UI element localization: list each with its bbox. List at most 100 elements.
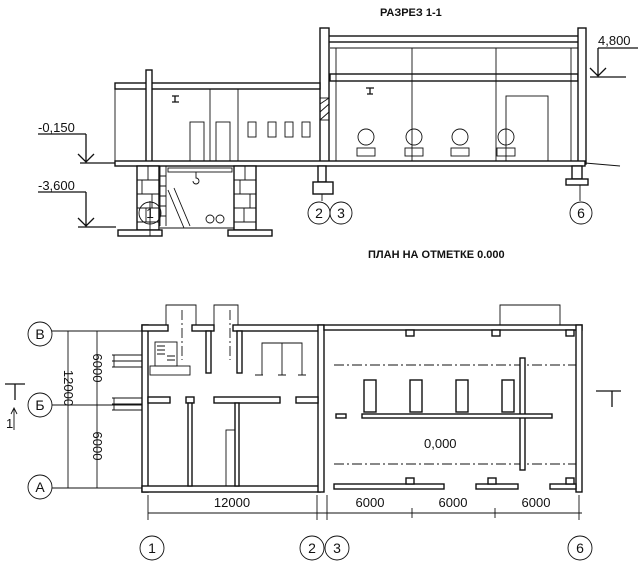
staircase (154, 341, 178, 367)
elevation-mark: -3,600 (38, 178, 116, 228)
wall-segment (141, 324, 169, 332)
dim-6000-upper: 6000 (90, 354, 105, 383)
pump-footprint (409, 379, 423, 413)
footing (227, 229, 273, 237)
section-marker-right (596, 390, 621, 407)
dim-6000: 6000 (522, 495, 551, 510)
column-stub (317, 165, 327, 183)
pump-icon (205, 214, 215, 224)
column (185, 396, 195, 404)
column-axis-1 (145, 69, 153, 165)
pump-base (356, 147, 376, 157)
pump-icon (357, 128, 375, 146)
pump-footprint (501, 379, 515, 413)
dim-6000: 6000 (439, 495, 468, 510)
wall-segment (333, 483, 445, 490)
pump-base (496, 147, 516, 157)
wall-segment (147, 396, 171, 404)
axis-label: 3 (337, 205, 345, 221)
column-axis-2 (319, 27, 330, 165)
crane-hoist-icon (366, 87, 374, 95)
plan-title: ПЛАН НА ОТМЕТКЕ 0.000 (368, 249, 505, 261)
brick-pattern (137, 166, 159, 223)
basement-beam (167, 167, 233, 173)
pump-icon (497, 128, 515, 146)
axis-label: А (35, 479, 45, 495)
axis-bubble-2: 2 (299, 535, 325, 561)
wall-segment (213, 396, 281, 404)
pump-footprint (363, 379, 377, 413)
section-drawing: РАЗРЕЗ 1-1 (38, 7, 638, 237)
axis-label: В (35, 326, 44, 342)
elevation-mark: 4,800 (589, 33, 638, 78)
axis-bubble-6: 6 (569, 201, 593, 225)
column (565, 329, 575, 337)
section-mark-label: 1 (6, 416, 13, 431)
toilet-cubicles (255, 342, 306, 376)
wall-segment (149, 365, 191, 376)
window (267, 121, 277, 138)
footing (312, 181, 334, 195)
footing (117, 229, 163, 237)
partition (187, 402, 193, 487)
horizontal-dimensions: 12000 6000 6000 6000 (147, 495, 582, 520)
pump-icon (215, 214, 225, 224)
column (487, 477, 497, 485)
entrance-vestibule (165, 304, 239, 325)
wall-segment (475, 483, 519, 490)
wall-segment (236, 330, 243, 374)
pump-units (356, 128, 516, 157)
column (405, 329, 415, 337)
axis-bubble-1: 1 (139, 535, 165, 561)
elevation-mark: -0,150 (38, 120, 115, 164)
wall-axis-2 (317, 324, 325, 493)
pump-icon (451, 128, 469, 146)
crane-beam (329, 73, 579, 82)
footing (565, 178, 589, 186)
wall-segment (205, 330, 212, 374)
axis-bubble-1: 1 (138, 201, 162, 225)
low-roof-slab (114, 82, 321, 90)
axis-bubble-2: 2 (307, 201, 331, 225)
elevation-arrow (38, 191, 116, 228)
dim-12000: 12000 (214, 495, 250, 510)
axis-label: 2 (308, 540, 316, 556)
hoist-icon (172, 95, 179, 103)
gate-opening (505, 95, 549, 163)
entrance-steps (112, 354, 142, 411)
column (491, 329, 501, 337)
axis-bubble-3: 3 (329, 201, 353, 225)
window (301, 121, 311, 138)
axis-bubble-6: 6 (567, 535, 593, 561)
column (405, 477, 415, 485)
axis-bubble-a: А (27, 474, 53, 500)
hook-icon (192, 172, 200, 185)
section-title: РАЗРЕЗ 1-1 (380, 7, 442, 19)
axis-bubble-v: В (27, 321, 53, 347)
axis-label: 6 (576, 540, 584, 556)
column (565, 477, 575, 485)
high-roof-slab (321, 35, 585, 43)
wall-segment (549, 483, 577, 490)
basement (117, 165, 273, 237)
stair (167, 187, 191, 229)
ground-line (584, 162, 621, 167)
dim-6000: 6000 (356, 495, 385, 510)
column-stub (571, 165, 583, 180)
elevation-arrow (589, 47, 638, 78)
wall-segment (295, 396, 319, 404)
partition (234, 402, 240, 487)
wall-segment (191, 324, 215, 332)
wall-segment (232, 324, 324, 332)
wall-axis-1 (141, 324, 149, 493)
elevation-label: 4,800 (598, 33, 631, 48)
wall-axis-a-low (141, 485, 321, 493)
hatch (319, 97, 330, 121)
window (247, 121, 257, 138)
section-marker-left: 1 (5, 383, 25, 431)
pump-footprint (455, 379, 469, 413)
brick-pattern (234, 166, 256, 223)
door (215, 121, 231, 163)
